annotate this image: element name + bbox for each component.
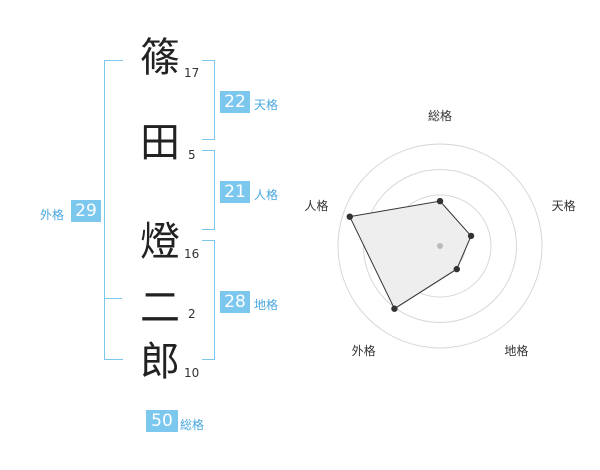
radar-ring <box>337 143 543 349</box>
radar-point-5 <box>346 213 353 220</box>
tenkaku-value: 22 <box>220 91 250 113</box>
radar-area <box>349 200 472 310</box>
stroke-count-5: 10 <box>184 366 200 380</box>
radar-point-4 <box>391 305 398 312</box>
chikaku-bracket <box>202 240 215 360</box>
jinkaku-value: 21 <box>220 181 250 203</box>
radar-point-3 <box>453 265 460 273</box>
name-char-5: 郎 <box>140 339 180 385</box>
gaikaku-bracket-tick <box>104 298 122 299</box>
radar-point-1 <box>436 197 444 205</box>
jinkaku-label: 人格 <box>254 188 279 202</box>
soukaku-value: 50 <box>146 410 178 432</box>
stroke-count-1: 17 <box>184 66 200 80</box>
name-char-2: 田 <box>140 120 180 166</box>
chikaku-value: 28 <box>220 291 250 313</box>
radar-axis-label-5: 人格 <box>304 198 328 213</box>
stroke-count-4: 2 <box>188 307 196 321</box>
tenkaku-bracket <box>202 60 215 140</box>
radar-center-dot <box>437 243 443 249</box>
radar-axis-label-4: 外格 <box>352 343 376 358</box>
name-char-4: 二 <box>140 285 180 331</box>
radar-axis-label-1: 総格 <box>428 108 452 123</box>
name-char-3: 燈 <box>140 219 180 265</box>
radar-points <box>346 197 475 312</box>
tenkaku-label: 天格 <box>254 98 279 112</box>
stroke-count-2: 5 <box>188 148 196 162</box>
radar-axis-label-3: 地格 <box>504 343 528 358</box>
name-char-1: 篠 <box>140 35 180 81</box>
radar-axis-label-2: 天格 <box>552 198 576 213</box>
gaikaku-label: 外格 <box>40 208 65 222</box>
gaikaku-bracket <box>104 60 123 360</box>
stroke-count-3: 16 <box>184 247 200 261</box>
jinkaku-bracket <box>202 150 215 230</box>
radar-point-2 <box>467 232 475 240</box>
gaikaku-value: 29 <box>71 200 101 222</box>
soukaku-label: 総格 <box>180 418 205 432</box>
chikaku-label: 地格 <box>254 298 279 312</box>
